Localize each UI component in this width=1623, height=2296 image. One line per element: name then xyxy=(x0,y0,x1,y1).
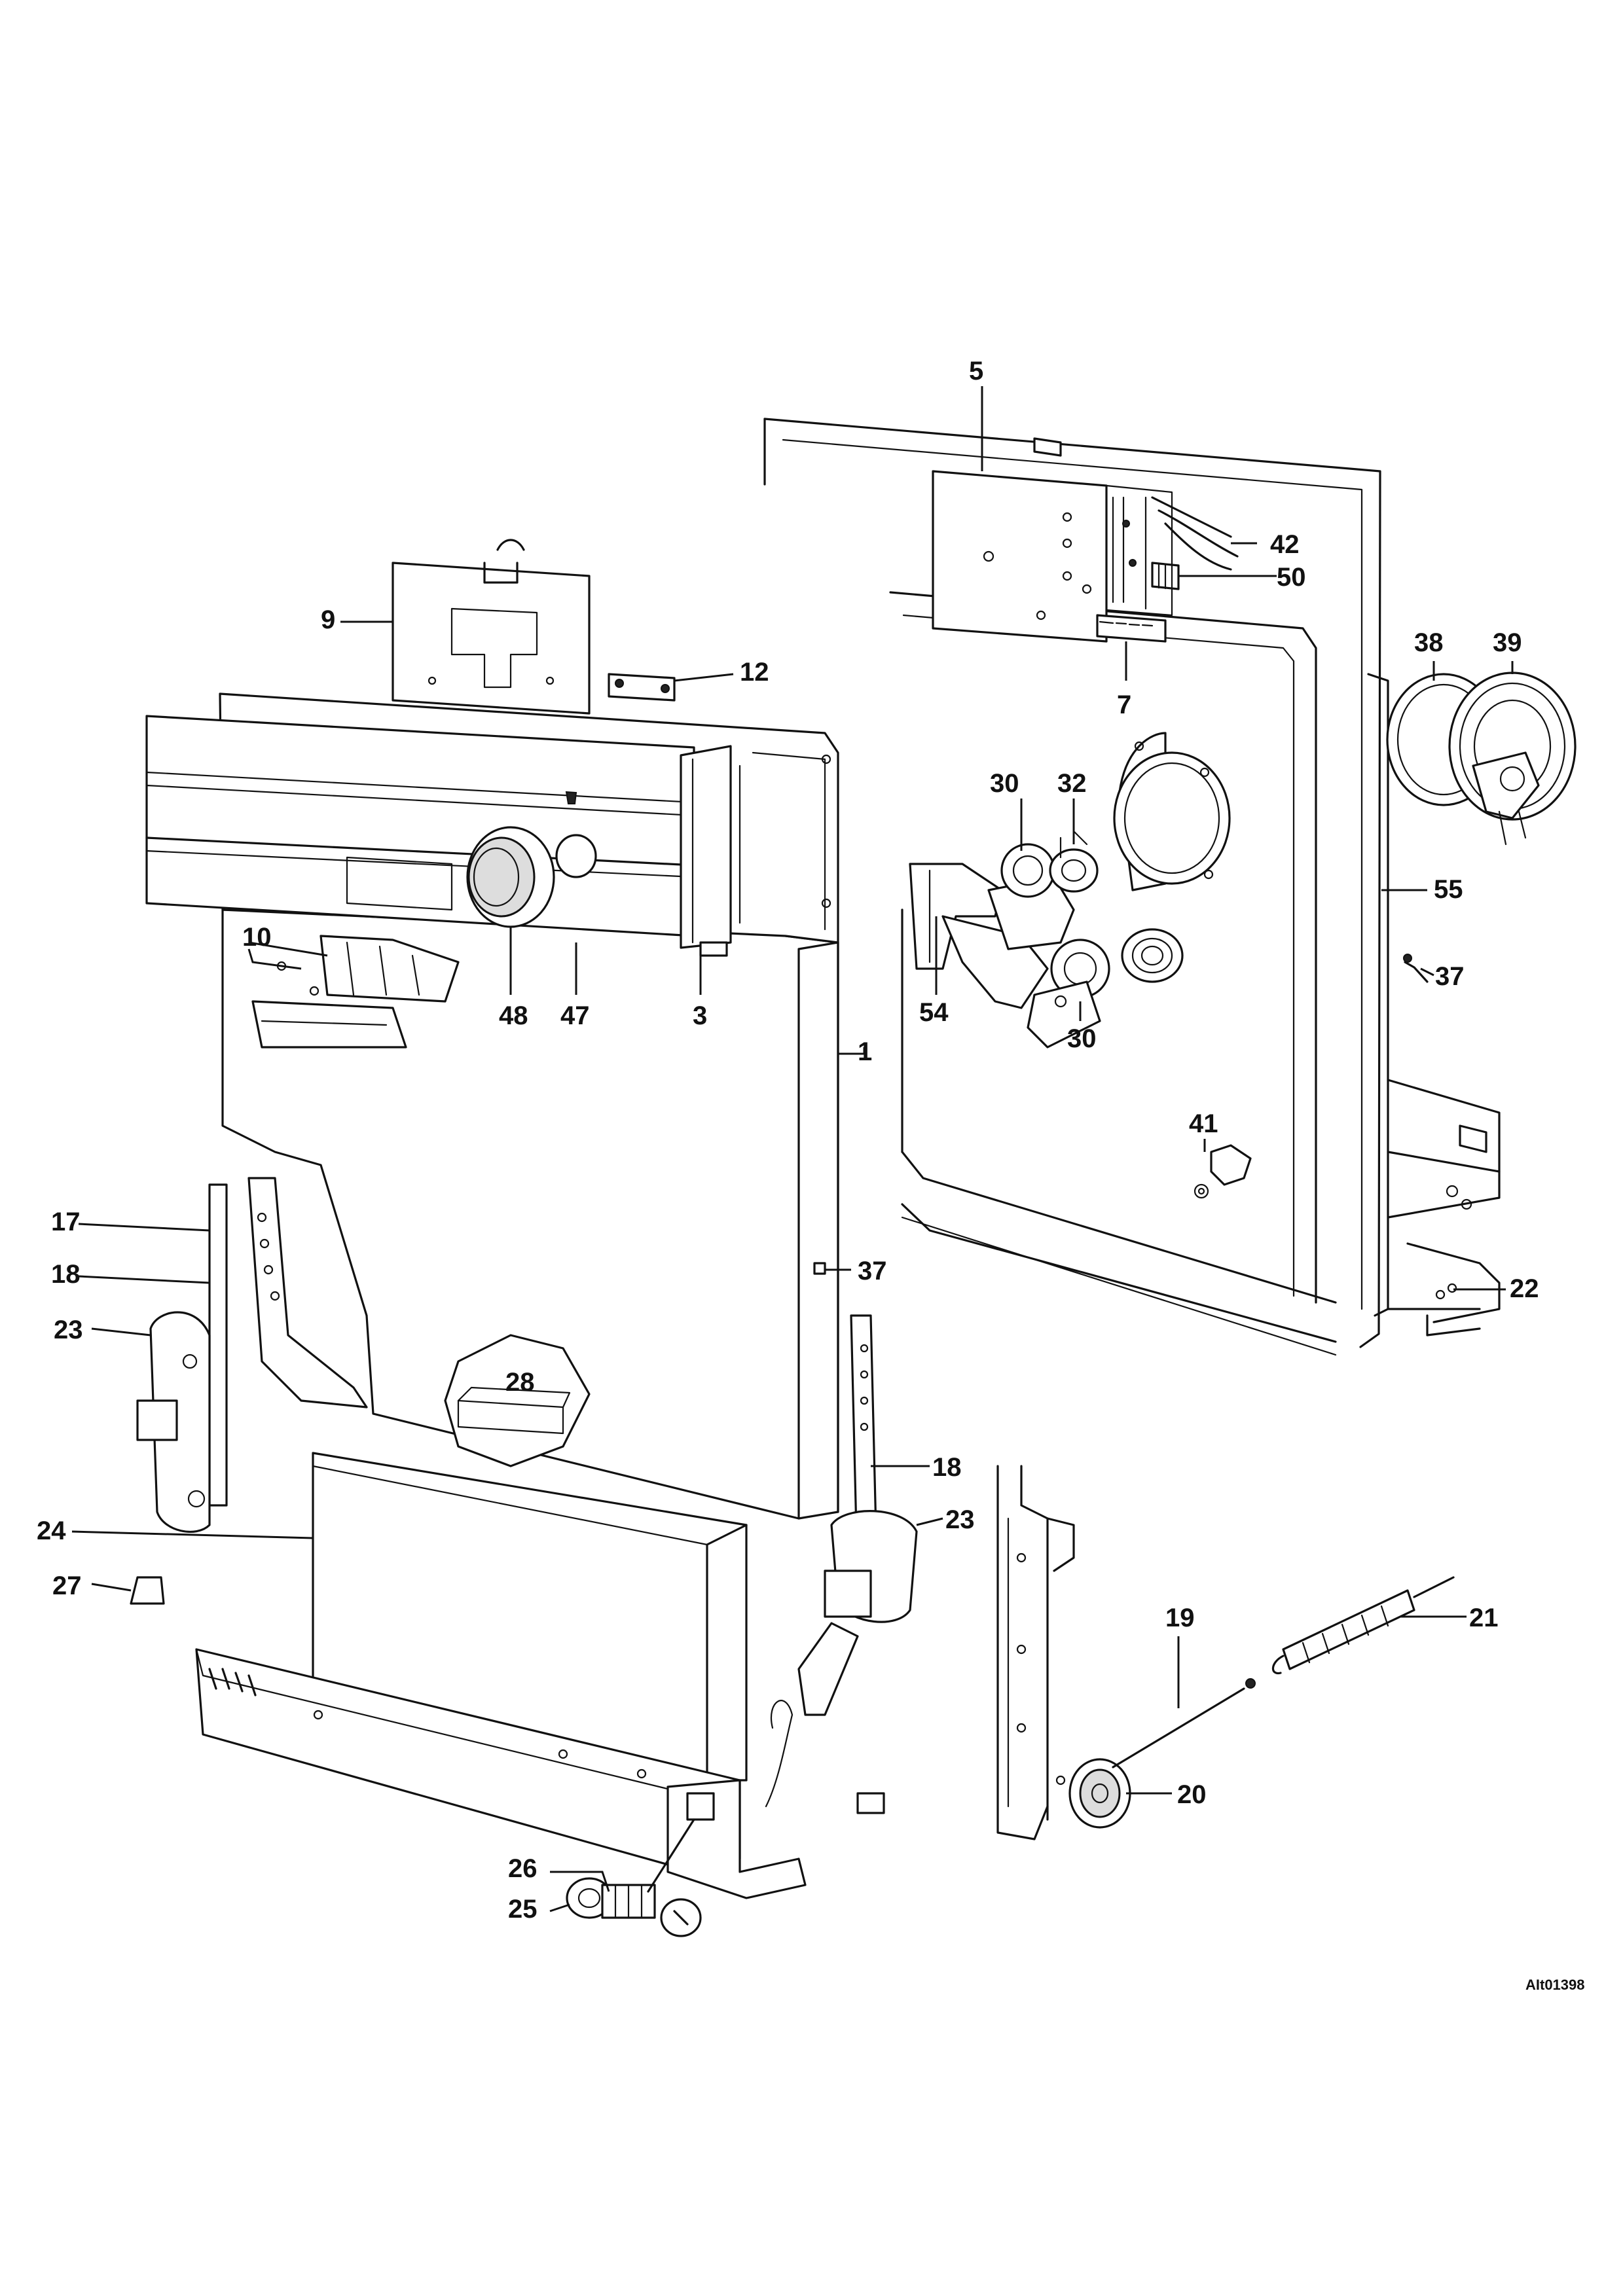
callout-18-left: 18 xyxy=(51,1260,81,1289)
callout-30-top: 30 xyxy=(990,769,1019,798)
callout-22: 22 xyxy=(1510,1274,1539,1303)
outer-door-panel xyxy=(130,539,918,1899)
callout-39: 39 xyxy=(1493,628,1522,657)
callout-18-right: 18 xyxy=(932,1453,962,1482)
callout-27: 27 xyxy=(52,1571,82,1600)
callout-23-left: 23 xyxy=(54,1316,83,1344)
callout-48: 48 xyxy=(499,1001,528,1030)
drawing-reference-code: AIt01398 xyxy=(1525,1977,1585,1993)
callout-24: 24 xyxy=(37,1516,66,1545)
callout-1: 1 xyxy=(858,1037,872,1066)
callout-28: 28 xyxy=(505,1368,535,1397)
callout-38: 38 xyxy=(1414,628,1444,657)
leader-lines xyxy=(71,386,1514,1912)
counterbalance-assembly xyxy=(996,1465,1455,1840)
callout-3: 3 xyxy=(693,1001,707,1030)
callout-21: 21 xyxy=(1469,1604,1499,1632)
callout-41: 41 xyxy=(1189,1109,1218,1138)
callout-labels: 5 42 50 9 12 7 38 39 30 32 55 10 48 47 3… xyxy=(37,357,1585,1993)
callout-50: 50 xyxy=(1277,563,1306,592)
callout-55: 55 xyxy=(1434,875,1463,904)
callout-20: 20 xyxy=(1177,1780,1207,1809)
callout-32: 32 xyxy=(1057,769,1087,798)
parts-38-39 xyxy=(1386,672,1577,846)
callout-54: 54 xyxy=(919,998,949,1027)
callout-23-right: 23 xyxy=(945,1505,975,1534)
callout-42: 42 xyxy=(1270,530,1300,559)
callout-7: 7 xyxy=(1117,691,1131,719)
callout-37-right: 37 xyxy=(1435,962,1465,991)
callout-37-center: 37 xyxy=(858,1257,887,1285)
callout-10: 10 xyxy=(242,923,272,952)
callout-9: 9 xyxy=(321,605,335,634)
callout-17: 17 xyxy=(51,1208,81,1236)
callout-26: 26 xyxy=(508,1854,538,1883)
callout-30-bottom: 30 xyxy=(1067,1024,1097,1053)
callout-47: 47 xyxy=(560,1001,590,1030)
callout-19: 19 xyxy=(1165,1604,1195,1632)
inner-door-panel xyxy=(763,418,1501,1356)
callout-25: 25 xyxy=(508,1895,538,1924)
callout-5: 5 xyxy=(969,357,983,386)
parts-25-26 xyxy=(566,1818,702,1937)
callout-12: 12 xyxy=(740,658,769,687)
